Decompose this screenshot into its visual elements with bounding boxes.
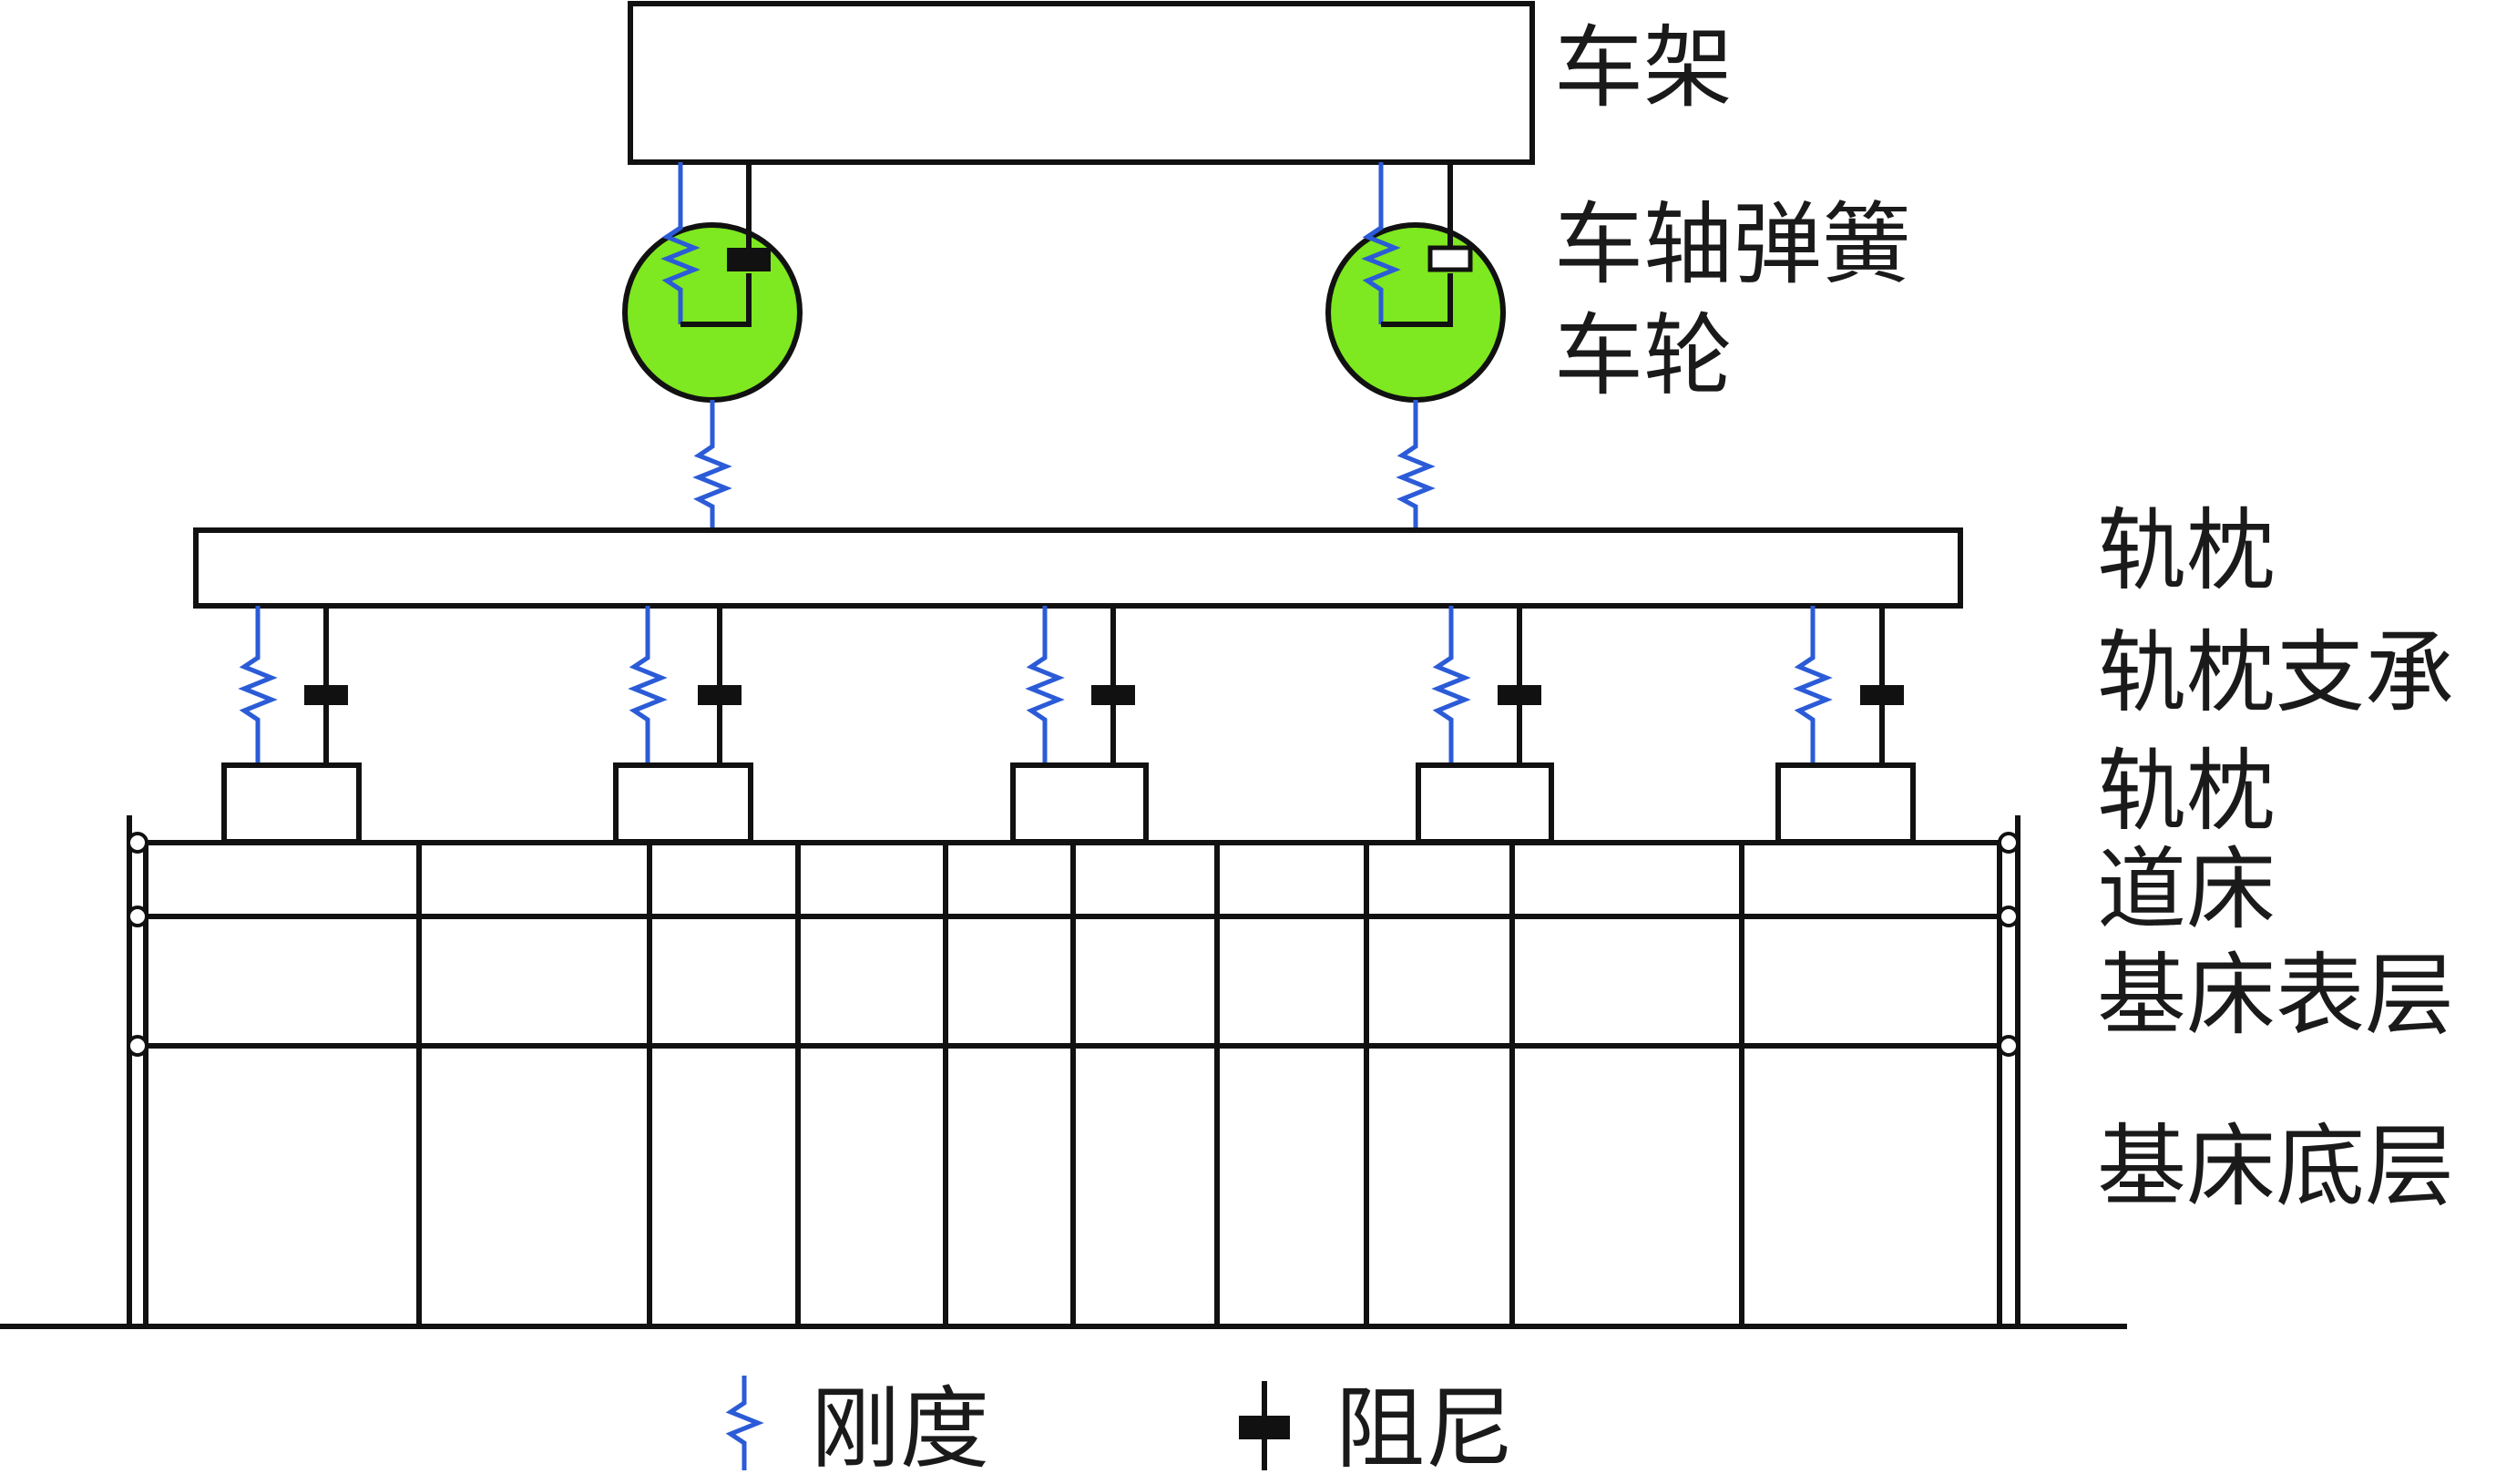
legend-stiffness-label: 刚度 (811, 1377, 990, 1481)
label-ballast: 道床 (2097, 838, 2276, 942)
label-wheel: 车轮 (1554, 304, 1734, 408)
sleeper-support-5 (1775, 606, 1916, 844)
left-wheel (622, 222, 803, 403)
left-wheel-assembly (622, 162, 803, 530)
label-frame: 车架 (1554, 16, 1734, 120)
left-contact-spring (692, 400, 732, 530)
sleeper-block-3 (1010, 762, 1149, 844)
sleeper-support-1 (221, 606, 362, 844)
sleeper-block-4 (1416, 762, 1554, 844)
sleeper-supports (221, 606, 1916, 844)
left-axle-damper (727, 248, 771, 271)
left-axle-bracket (680, 273, 752, 327)
label-sleeper-block: 轨枕 (2097, 740, 2276, 844)
vehicle-frame (628, 1, 1535, 165)
right-contact-spring (1396, 400, 1436, 530)
right-axle-bracket (1381, 273, 1453, 327)
legend-damping-label: 阻尼 (1335, 1377, 1515, 1481)
legend-spring-icon (725, 1376, 764, 1470)
right-wheel-assembly (1325, 162, 1506, 530)
rail-beam (193, 527, 1963, 609)
label-axle-spring: 车轴弹簧 (1554, 193, 1912, 297)
sleeper-support-3 (1010, 606, 1149, 844)
sleeper-block-1 (221, 762, 362, 844)
legend-damper-icon (1239, 1381, 1290, 1470)
sleeper-block-5 (1775, 762, 1916, 844)
right-wheel (1325, 222, 1506, 403)
label-subgrade-surface: 基床表层 (2097, 944, 2455, 1048)
sleeper-block-2 (613, 762, 753, 844)
right-axle-spring (1361, 162, 1401, 324)
sleeper-support-2 (613, 606, 753, 844)
right-axle-damper (1427, 245, 1473, 272)
ground-layers (0, 815, 2127, 1329)
label-subgrade-bottom: 基床底层 (2097, 1115, 2455, 1219)
sleeper-support-4 (1416, 606, 1554, 844)
label-rail-sleeper: 轨枕 (2097, 499, 2276, 603)
left-axle-spring (660, 162, 701, 324)
label-sleeper-support: 轨枕支承 (2097, 621, 2455, 725)
